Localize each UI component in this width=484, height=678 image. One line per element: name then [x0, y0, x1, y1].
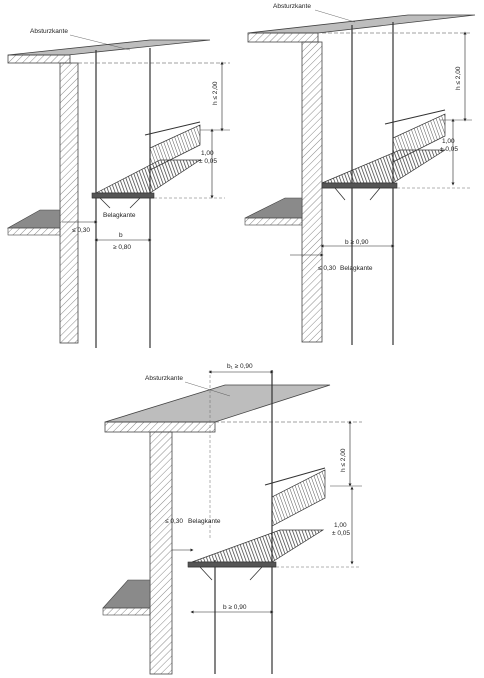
bracket-2	[322, 187, 397, 201]
edge-label-1: Absturzkante	[30, 28, 68, 35]
roof-slab-2	[247, 14, 476, 34]
rail-tol-label-1: ± 0,05	[199, 158, 217, 165]
gap-label-3: ≤ 0,30	[165, 518, 183, 525]
roof-slab-2-front	[247, 32, 319, 43]
guardrail-1	[149, 124, 201, 171]
wall-3	[149, 431, 173, 675]
lower-slab-1-front	[7, 227, 61, 236]
gap-label-2: ≤ 0,30	[318, 265, 336, 272]
rail-top-label-3: 1,00	[334, 522, 347, 529]
edge-leader-3	[184, 381, 231, 397]
deck-2-front	[321, 182, 398, 189]
roof-slab-1	[7, 39, 211, 56]
deck-1-front	[91, 192, 155, 199]
height-label-1: h ≤ 2,00	[212, 81, 219, 105]
deck-1	[95, 159, 202, 194]
rail-tol-label-2: ± 0,05	[440, 146, 458, 153]
edge-leader-2	[314, 9, 356, 23]
figure-2	[244, 14, 476, 345]
edge-leader-1	[69, 34, 131, 51]
lower-slab-2-front	[244, 217, 303, 226]
guardrail-2	[392, 113, 446, 163]
deck-3-front	[187, 561, 277, 568]
figure-1	[6, 39, 230, 348]
rail-tol-label-3: ± 0,05	[332, 530, 350, 537]
guardrail-3	[271, 469, 326, 527]
lower-slab-3	[102, 579, 151, 609]
guardrail-3-top	[264, 467, 326, 486]
roof-slab-1-front	[7, 54, 71, 64]
bracket-1	[92, 197, 154, 209]
deck-3	[191, 529, 325, 563]
gap-label-1: ≤ 0,30	[72, 227, 90, 234]
width-min-label-1: ≥ 0,80	[113, 244, 131, 251]
rail-top-label-2: 1,00	[442, 138, 455, 145]
bracket-3	[188, 566, 276, 581]
guardrail-1-top	[144, 121, 201, 136]
rail-top-label-1: 1,00	[201, 150, 214, 157]
wall-1	[59, 62, 79, 344]
width-b-min-label-3: b ≥ 0,90	[223, 604, 247, 611]
guardrail-2-top	[384, 109, 446, 125]
width-b-label-1: b	[119, 232, 123, 239]
height-label-2: h ≤ 2,00	[455, 66, 462, 90]
edge-label-3: Absturzkante	[145, 375, 183, 382]
width-b-min-label-2: b ≥ 0,90	[345, 239, 369, 246]
roof-slab-3	[104, 384, 331, 423]
deck-edge-label-1: Belagkante	[103, 212, 136, 219]
lower-slab-1	[6, 209, 61, 229]
labels-layer: Absturzkante h ≤ 2,00 1,00 ± 0,05 Belagk…	[30, 3, 462, 611]
edge-label-2: Absturzkante	[273, 3, 311, 10]
wall-2	[301, 41, 323, 343]
deck-edge-label-3: Belagkante	[188, 518, 221, 525]
lower-slab-2	[244, 197, 303, 219]
width-b1-label-3: b₁ ≥ 0,90	[227, 363, 253, 370]
roof-slab-3-front	[104, 421, 216, 433]
figure-3	[102, 370, 362, 675]
deck-2	[321, 149, 447, 184]
lower-slab-3-front	[102, 607, 151, 616]
deck-edge-label-2: Belagkante	[340, 265, 373, 272]
height-label-3: h ≤ 2,00	[340, 448, 347, 472]
